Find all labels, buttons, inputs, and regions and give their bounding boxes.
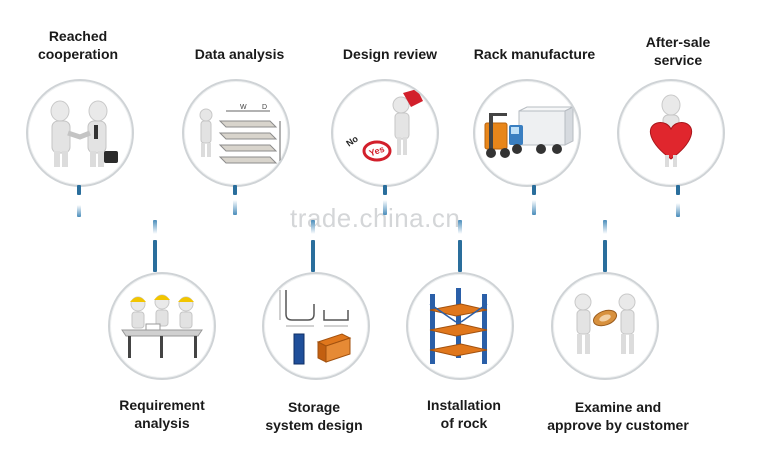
- step-label-installation-of-rock: Installation of rock: [427, 397, 501, 431]
- step-circle-after-sale-service: [617, 79, 725, 187]
- watermark: trade.china.cn: [290, 203, 461, 233]
- svg-text:No: No: [344, 133, 360, 148]
- step-label-design-review: Design review: [342, 46, 438, 62]
- step-label-examine-and-approve: Examine and approve by customer: [547, 399, 689, 433]
- connector-stem: [458, 240, 462, 272]
- step-label-after-sale-service: After-sale service: [645, 34, 711, 68]
- yes-no-review-icon: Yes No: [344, 89, 423, 162]
- shelf-drawing-icon: W D: [199, 104, 281, 164]
- step-label-requirement-analysis: Requirement analysis: [119, 397, 205, 431]
- connector-stem: [153, 240, 157, 272]
- connector-stem: [532, 185, 536, 195]
- connector-stem: [603, 240, 607, 272]
- connector-stem-fade: [383, 200, 387, 215]
- connector-stem-fade: [676, 203, 680, 217]
- connector-stem: [383, 185, 387, 195]
- connector-stem-fade: [77, 205, 81, 217]
- connector-stem: [676, 185, 680, 195]
- handshake-icon: [50, 100, 118, 167]
- step-label-data-analysis: Data analysis: [194, 46, 285, 62]
- connector-stem-fade: [603, 220, 607, 234]
- step-circle-requirement-analysis: [108, 272, 216, 380]
- svg-text:W: W: [240, 104, 247, 111]
- step-circle-data-analysis: W D: [182, 79, 290, 187]
- step-circle-rack-manufacture: [473, 79, 581, 187]
- step-circle-design-review: Yes No: [331, 79, 439, 187]
- step-circle-installation-of-rock: [406, 272, 514, 380]
- connector-stem-fade: [311, 220, 315, 234]
- step-circle-storage-system-design: [262, 272, 370, 380]
- connector-stem: [233, 185, 237, 195]
- step-label-rack-manufacture: Rack manufacture: [473, 46, 596, 62]
- step-circle-reached-cooperation: [26, 79, 134, 187]
- connector-stem-fade: [233, 200, 237, 215]
- connector-stem-fade: [153, 220, 157, 234]
- connector-stem: [77, 185, 81, 195]
- handover-figures-icon: [574, 293, 636, 354]
- connector-stem-fade: [458, 220, 462, 234]
- svg-text:Yes: Yes: [368, 144, 386, 159]
- connector-stem-fade: [532, 200, 536, 215]
- heart-figure-icon: [649, 94, 693, 167]
- step-label-storage-system-design: Storage system design: [265, 399, 363, 433]
- profile-drawing-icon: [279, 290, 352, 365]
- pallet-rack-icon: [429, 288, 488, 364]
- svg-text:D: D: [262, 104, 267, 111]
- meeting-table-icon: [121, 294, 203, 358]
- forklift-truck-icon: [484, 106, 574, 158]
- step-circle-examine-and-approve: [551, 272, 659, 380]
- connector-stem: [311, 240, 315, 272]
- step-label-reached-cooperation: Reached cooperation: [37, 28, 119, 62]
